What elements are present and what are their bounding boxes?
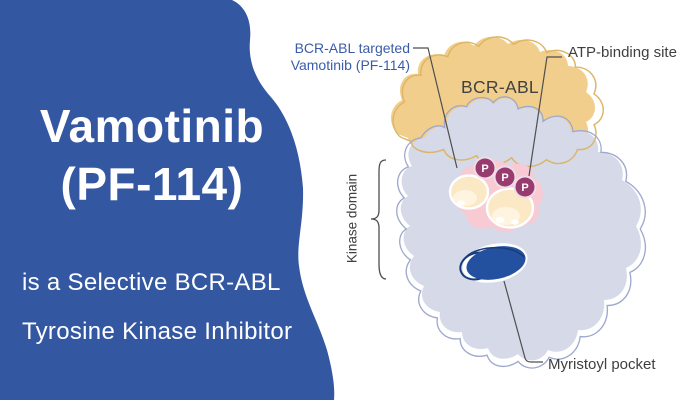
bcr-abl-outline: [392, 36, 604, 168]
myristoyl-pocket-blob: [459, 243, 528, 283]
targeted-label-line1: BCR-ABL targeted: [294, 40, 410, 56]
phosphate-circle-1: P: [473, 156, 497, 180]
kinase-outline: [396, 96, 647, 369]
leader-line-targeted: [413, 47, 458, 169]
phosphate-circle-2: P: [493, 165, 517, 189]
atp-binding-site-label: ATP-binding site: [568, 44, 677, 61]
bcr-abl-label: BCR-ABL: [461, 77, 539, 97]
title-line2: (PF-114): [60, 158, 244, 210]
subtitle: is a Selective BCR-ABL Tyrosine Kinase I…: [22, 258, 292, 356]
subtitle-line1: is a Selective BCR-ABL: [22, 269, 281, 296]
subtitle-line2: Tyrosine Kinase Inhibitor: [22, 318, 293, 345]
targeted-drug-label: BCR-ABL targeted Vamotinib (PF-114): [250, 40, 410, 74]
phosphate-letter: P: [501, 172, 508, 184]
left-panel-blob: [0, 0, 335, 400]
phosphate-circle-3: P: [513, 175, 537, 199]
kinase-domain-blob: [400, 98, 641, 361]
main-title: Vamotinib (PF-114): [0, 97, 304, 213]
myristoyl-pocket-label: Myristoyl pocket: [548, 356, 656, 373]
title-line1: Vamotinib: [39, 100, 265, 152]
targeted-label-line2: Vamotinib (PF-114): [290, 57, 410, 73]
phosphate-letter: P: [521, 182, 528, 194]
leader-line-myristoyl: [503, 280, 543, 363]
substrate-sphere-left: [448, 174, 490, 210]
phosphate-letter: P: [481, 163, 488, 175]
substrate-sphere-right: [485, 187, 535, 229]
kinase-domain-brace: [370, 159, 387, 280]
kinase-domain-label: Kinase domain: [344, 173, 360, 264]
leader-line-atp: [528, 56, 562, 177]
